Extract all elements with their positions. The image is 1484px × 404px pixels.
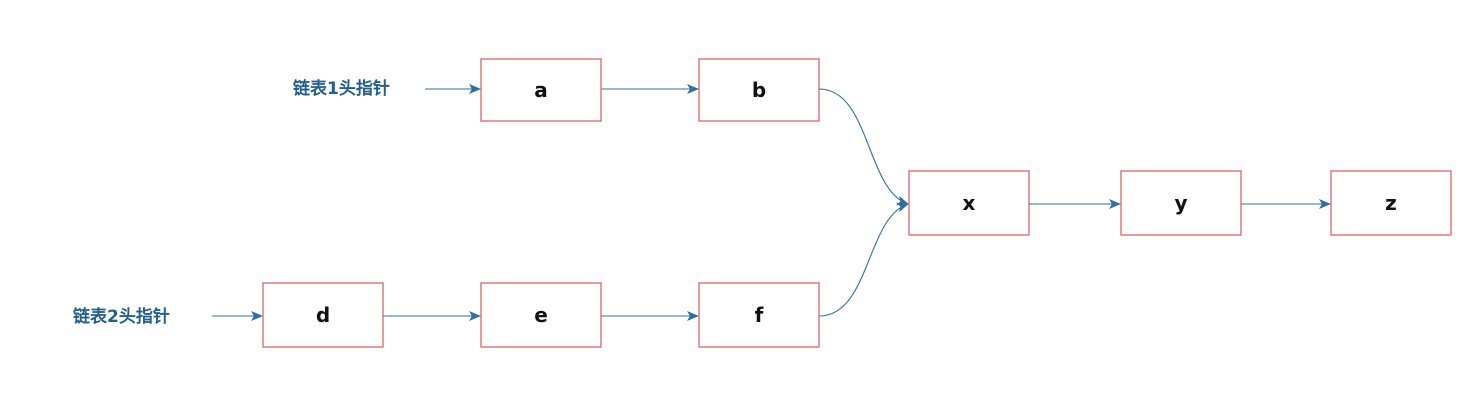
node-y-label: y xyxy=(1174,191,1187,215)
node-x: x xyxy=(908,170,1030,236)
list1-head-pointer-label: 链表1头指针 xyxy=(293,78,390,99)
arrow-b-to-x xyxy=(818,88,909,206)
node-b-label: b xyxy=(752,78,766,102)
node-a: a xyxy=(480,58,602,122)
node-d-label: d xyxy=(316,303,330,327)
node-f-label: f xyxy=(755,303,764,327)
node-f: f xyxy=(698,282,820,348)
node-e: e xyxy=(480,282,602,348)
node-a-label: a xyxy=(534,78,548,102)
node-x-label: x xyxy=(963,191,976,215)
arrow-f-to-x xyxy=(818,202,909,317)
node-z: z xyxy=(1330,170,1452,236)
node-y: y xyxy=(1120,170,1242,236)
node-e-label: e xyxy=(534,303,548,327)
node-z-label: z xyxy=(1385,191,1397,215)
node-b: b xyxy=(698,58,820,122)
list2-head-pointer-label: 链表2头指针 xyxy=(73,306,170,327)
node-d: d xyxy=(262,282,384,348)
